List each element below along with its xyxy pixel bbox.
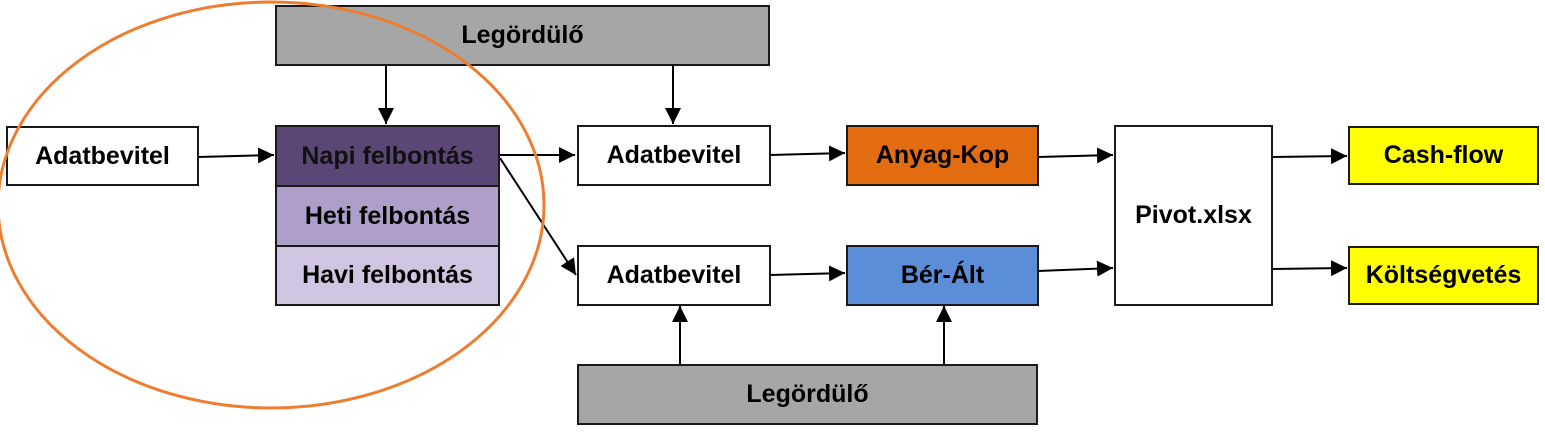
ber-alt-box: Bér-Ált [846, 245, 1039, 306]
arrow-anyag-kop-to-pivot [1037, 147, 1114, 164]
arrow-napi-to-adatbevitel-bottom [499, 157, 577, 276]
heti-felbontas-box: Heti felbontás [275, 185, 500, 247]
legordulo-bottom-box: Legördülő [577, 364, 1038, 425]
adatbevitel-left-label: Adatbevitel [35, 141, 170, 170]
legordulo-top-label: Legördülő [461, 21, 584, 49]
heti-felbontas-label: Heti felbontás [304, 201, 471, 230]
napi-felbontas-label: Napi felbontás [301, 141, 474, 170]
arrow-adatbevitel-to-ber-alt [769, 265, 846, 282]
anyag-kop-box: Anyag-Kop [846, 125, 1039, 186]
arrow-pivot-to-koltsegvetes [1271, 260, 1348, 277]
pivot-box: Pivot.xlsx [1114, 125, 1273, 306]
anyag-kop-label: Anyag-Kop [875, 141, 1010, 169]
adatbevitel-left-box: Adatbevitel [6, 126, 199, 186]
cash-flow-label: Cash-flow [1383, 141, 1504, 169]
napi-felbontas-box: Napi felbontás [275, 125, 500, 187]
koltsegvetes-box: Költségvetés [1348, 246, 1539, 305]
havi-felbontas-label: Havi felbontás [302, 261, 473, 289]
adatbevitel-mid-bottom-box: Adatbevitel [577, 245, 771, 306]
arrow-pivot-to-cash-flow [1271, 148, 1348, 165]
adatbevitel-mid-top-label: Adatbevitel [606, 141, 742, 169]
adatbevitel-mid-bottom-label: Adatbevitel [606, 261, 742, 289]
koltsegvetes-label: Költségvetés [1365, 261, 1522, 289]
arrow-ber-alt-to-pivot [1037, 260, 1114, 277]
cash-flow-box: Cash-flow [1348, 126, 1539, 185]
ber-alt-label: Bér-Ált [900, 261, 985, 289]
havi-felbontas-box: Havi felbontás [275, 245, 500, 306]
pivot-label: Pivot.xlsx [1135, 201, 1252, 229]
legordulo-bottom-label: Legördülő [746, 380, 869, 408]
arrow-adatbevitel-to-napi [197, 147, 275, 164]
legordulo-top-box: Legördülő [275, 5, 770, 66]
arrow-adatbevitel-to-anyag-kop [769, 145, 846, 162]
adatbevitel-mid-top-box: Adatbevitel [577, 125, 771, 186]
